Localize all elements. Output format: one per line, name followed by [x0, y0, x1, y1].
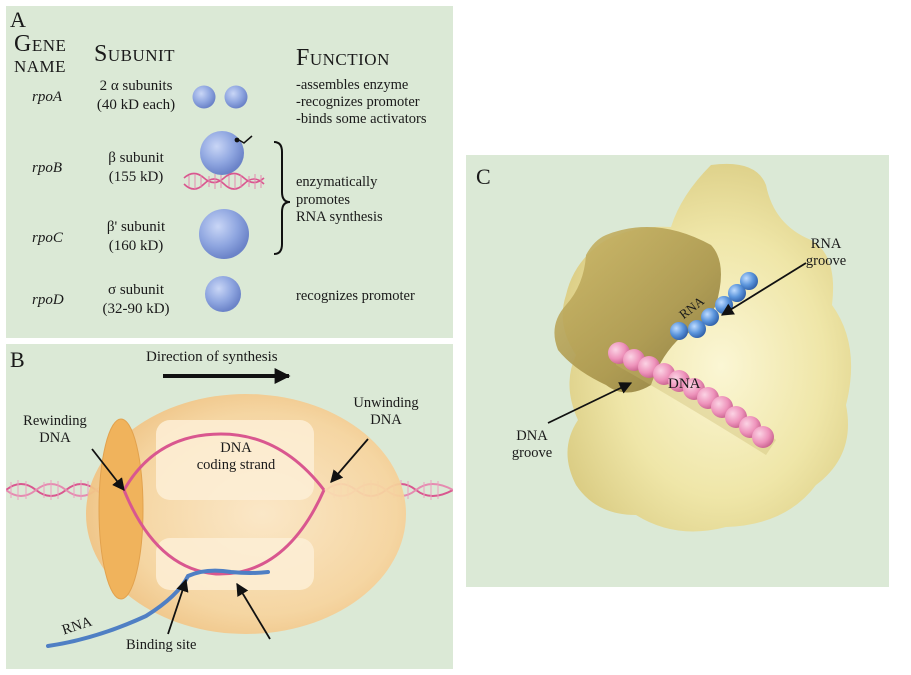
subunit-rpoB-2: (155 kD) [108, 169, 164, 185]
dna-groove-arrow [547, 382, 633, 424]
unwinding-arrow [330, 438, 369, 483]
gene-rpoA: rpoA [32, 89, 62, 105]
gene-rpoC: rpoC [32, 230, 63, 246]
rewinding-label-1: Rewinding [23, 413, 87, 429]
dna-groove-label-2: groove [511, 445, 553, 461]
function-rpoA-2: -recognizes promoter [296, 94, 420, 110]
dna-template-strand [122, 489, 326, 576]
alpha-subunit-2 [224, 85, 248, 109]
gene-rpoB: rpoB [32, 160, 62, 176]
alpha-subunit-1 [192, 85, 216, 109]
beta-small-mark [234, 135, 253, 144]
dna-bead-label: DNA [668, 376, 701, 392]
coding-strand-label-1: DNA [220, 440, 252, 456]
panel-a: A Gene name Subunit Function rpoA 2 α su… [6, 6, 453, 338]
polymerase-left-cap [98, 418, 144, 600]
function-bc-3: RNA synthesis [296, 209, 383, 225]
polymerase-flap [554, 227, 721, 393]
dna-beads [608, 342, 774, 448]
rna-groove-label-2: groove [805, 253, 847, 269]
function-bc-2: promotes [296, 192, 350, 208]
function-brace [273, 141, 291, 255]
panel-c-letter: C [476, 164, 491, 189]
unwinding-label-1: Unwinding [353, 395, 419, 411]
panel-b: B Direction of synthesis Rewinding DNA U… [6, 344, 453, 669]
panel-b-graphics [6, 368, 453, 648]
subunit-rpoA-1: 2 α subunits [99, 78, 173, 94]
function-rpoA-3: -binds some activators [296, 111, 427, 127]
function-bc-1: enzymatically [296, 174, 378, 190]
subunit-rpoC-1: β' subunit [106, 219, 166, 235]
header-gene: Gene [14, 31, 67, 57]
dna-groove-label-1: DNA [516, 428, 548, 444]
panel-c-graphics [547, 163, 852, 532]
rewinding-arrow [91, 448, 125, 491]
gene-rpoD: rpoD [32, 292, 64, 308]
function-rpoA-1: -assembles enzyme [296, 77, 409, 93]
beta-subunit [200, 131, 244, 175]
beta-mini-dna [183, 172, 265, 190]
rna-strand [46, 568, 270, 648]
rewinding-label-2: DNA [39, 430, 71, 446]
subunit-rpoC-2: (160 kD) [108, 238, 164, 254]
binding-site-arrow [167, 578, 189, 635]
lower-channel [156, 538, 314, 590]
header-name: name [14, 52, 67, 78]
binding-site-label: Binding site [126, 637, 197, 653]
dna-coding-strand [122, 432, 326, 491]
direction-label: Direction of synthesis [146, 349, 278, 365]
subunit-rpoD-2: (32-90 kD) [102, 301, 170, 317]
coding-strand-label-2: coding strand [196, 457, 276, 473]
rna-groove-label-1: RNA [810, 236, 842, 252]
function-rpoD: recognizes promoter [296, 288, 415, 304]
rna-groove-arrow [720, 262, 807, 316]
subunit-rpoD-1: σ subunit [107, 282, 164, 298]
panel-c: C RNA groove RNA DNA DNA groove [466, 155, 889, 587]
subunit-rpoB-1: β subunit [108, 150, 164, 166]
active-site-arrow [236, 582, 271, 640]
rna-beads [670, 272, 758, 340]
subunit-rpoA-2: (40 kD each) [96, 97, 176, 113]
sigma-subunit [205, 276, 241, 312]
beta-prime-subunit [199, 209, 249, 259]
unwinding-label-2: DNA [370, 412, 402, 428]
panel-a-letter: A [10, 7, 26, 32]
panel-b-letter: B [10, 347, 25, 372]
header-function: Function [296, 45, 390, 71]
header-subunit: Subunit [94, 41, 176, 67]
panel-a-graphics [183, 85, 291, 312]
upper-channel [156, 420, 314, 500]
